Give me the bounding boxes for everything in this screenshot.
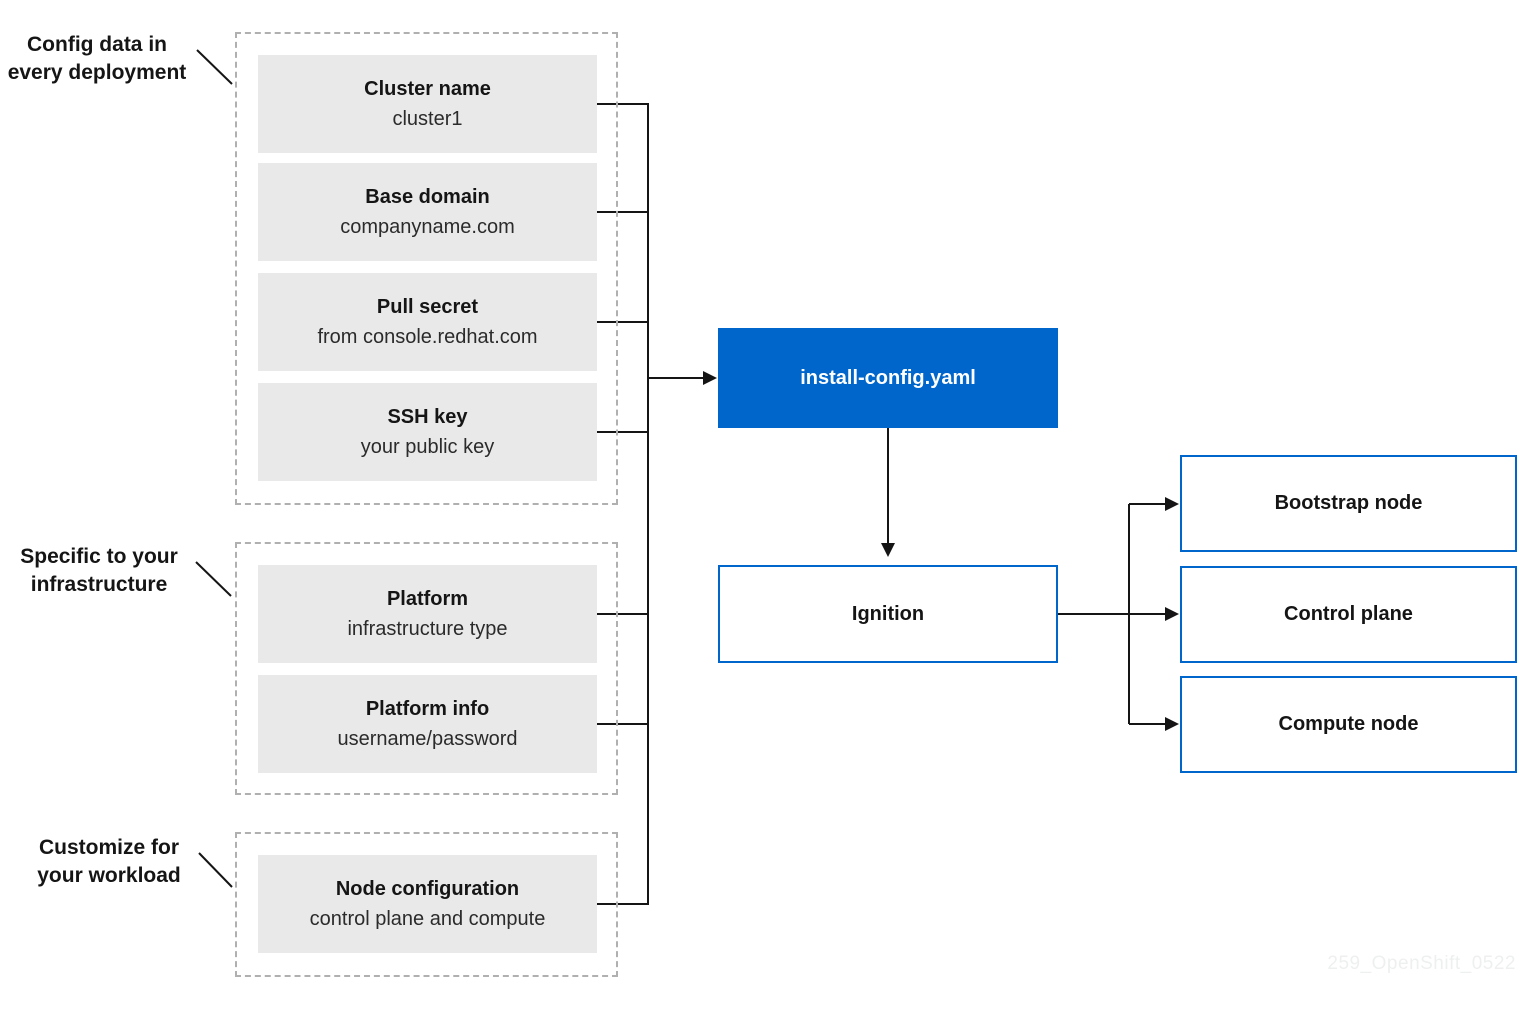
group-label-config-data: Config data in every deployment <box>0 31 194 87</box>
box-platform: Platform infrastructure type <box>258 565 597 663</box>
box-pull-secret: Pull secret from console.redhat.com <box>258 273 597 371</box>
install-config-yaml-box: install-config.yaml <box>718 328 1058 428</box>
box-subtitle: infrastructure type <box>347 617 508 640</box>
watermark-text: 259_OpenShift_0522 <box>1327 953 1516 974</box>
group-label-workload: Customize for your workload <box>28 834 190 890</box>
box-title: Pull secret <box>376 295 479 318</box>
group-label-infrastructure: Specific to your infrastructure <box>8 543 190 599</box>
box-title: Node configuration <box>335 877 520 900</box>
box-node-configuration: Node configuration control plane and com… <box>258 855 597 953</box>
box-title: SSH key <box>387 405 468 428</box>
compute-node-box: Compute node <box>1180 676 1517 773</box>
arrowhead-install-config <box>703 371 717 385</box>
box-title: Cluster name <box>364 77 491 100</box>
compute-node-label: Compute node <box>1278 713 1419 735</box>
group-label-line: every deployment <box>7 61 187 84</box>
control-plane-label: Control plane <box>1284 603 1413 625</box>
box-title: Platform <box>386 587 469 610</box>
box-base-domain: Base domain companyname.com <box>258 163 597 261</box>
box-subtitle: your public key <box>360 435 495 458</box>
group-infrastructure <box>235 542 618 795</box>
box-title: Base domain <box>365 185 490 208</box>
box-platform-info: Platform info username/password <box>258 675 597 773</box>
box-subtitle: companyname.com <box>340 215 515 238</box>
arrowhead-ignition <box>881 543 895 557</box>
ignition-label: Ignition <box>851 602 925 625</box>
control-plane-box: Control plane <box>1180 566 1517 663</box>
arrowhead-compute <box>1165 717 1179 731</box>
ignition-box: Ignition <box>718 565 1058 663</box>
box-subtitle: cluster1 <box>392 107 463 130</box>
pointer-line-workload <box>198 852 233 888</box>
group-config-data <box>235 32 618 505</box>
box-title: Platform info <box>365 697 490 720</box>
install-config-yaml-label: install-config.yaml <box>800 366 976 389</box>
box-ssh-key: SSH key your public key <box>258 383 597 481</box>
box-subtitle: from console.redhat.com <box>317 325 538 348</box>
group-label-line: infrastructure <box>30 573 168 596</box>
box-subtitle: username/password <box>337 727 518 750</box>
group-workload <box>235 832 618 977</box>
bootstrap-node-box: Bootstrap node <box>1180 455 1517 552</box>
bootstrap-node-label: Bootstrap node <box>1274 492 1423 514</box>
box-cluster-name: Cluster name cluster1 <box>258 55 597 153</box>
box-subtitle: control plane and compute <box>309 907 546 930</box>
pointer-line-infrastructure <box>195 561 232 597</box>
group-label-line: your workload <box>37 864 181 887</box>
arrowhead-bootstrap <box>1165 497 1179 511</box>
group-label-line: Specific to your <box>20 545 178 568</box>
arrowhead-control-plane <box>1165 607 1179 621</box>
group-label-line: Customize for <box>38 836 179 859</box>
group-label-line: Config data in <box>27 33 167 56</box>
pointer-line-config-data <box>196 49 233 85</box>
